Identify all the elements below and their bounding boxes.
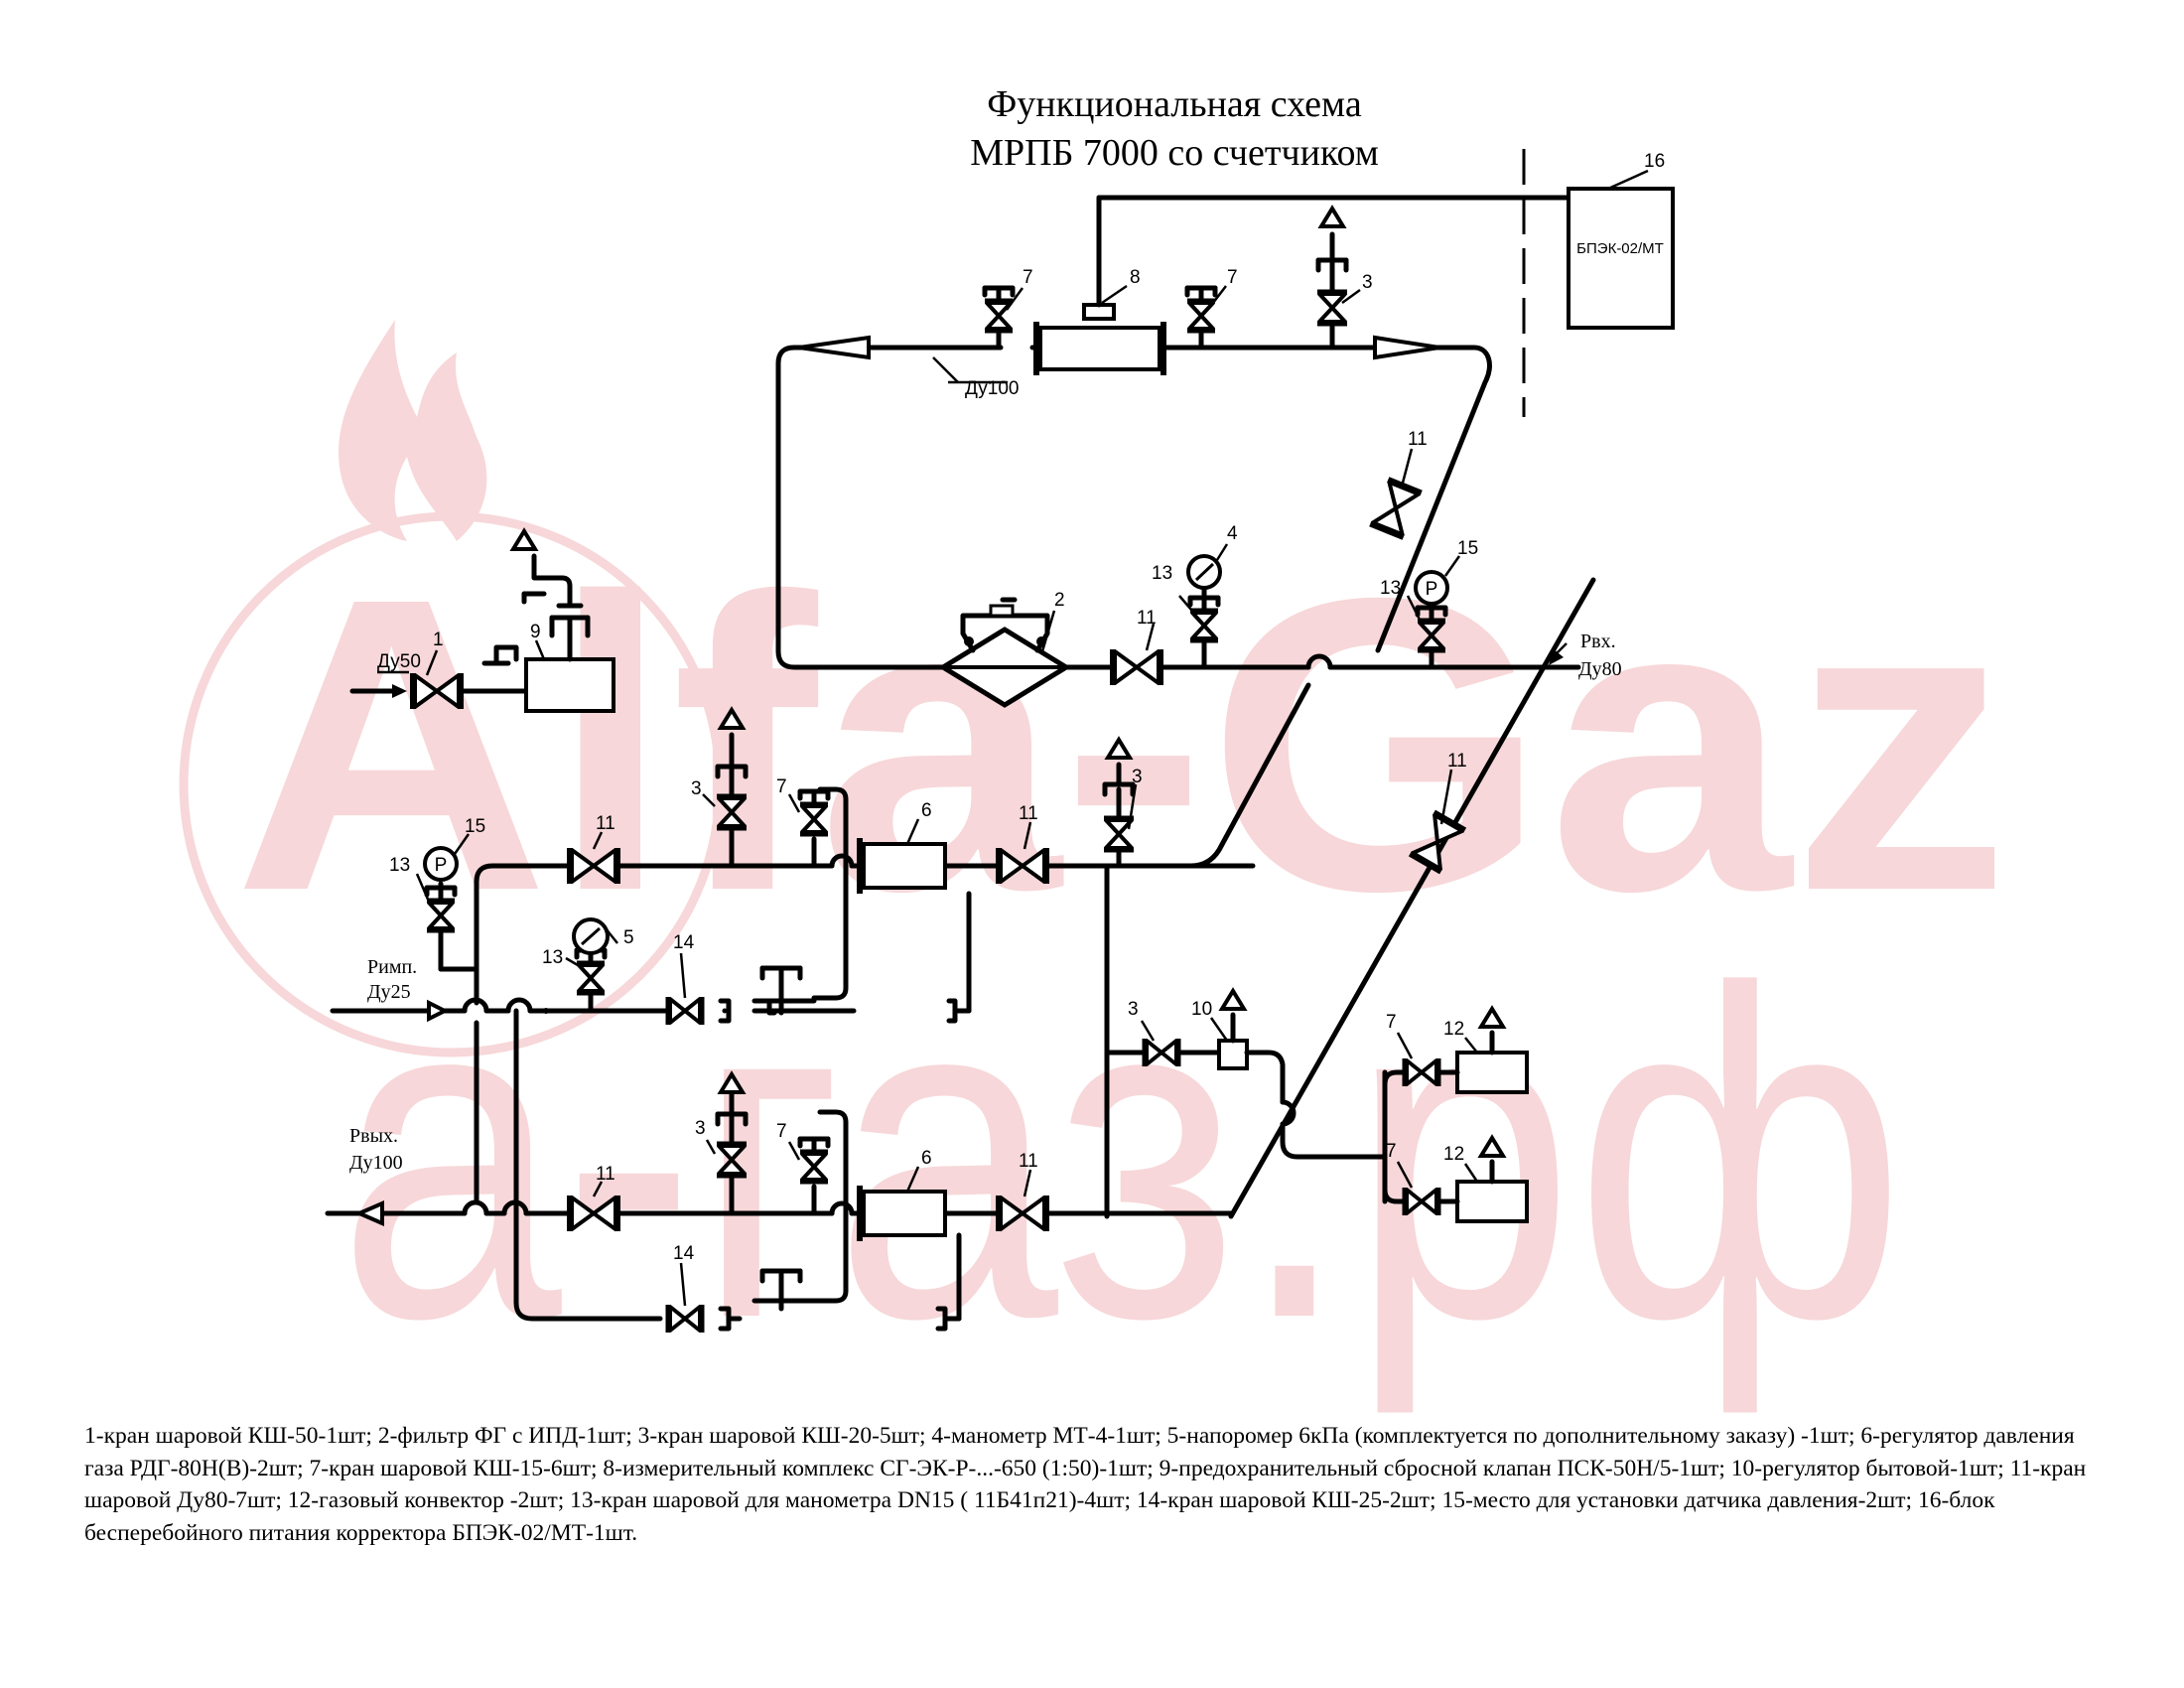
callout-3-branch: 3 (1128, 999, 1139, 1020)
callout-7-convector-1: 7 (1386, 1012, 1397, 1033)
callout-14-upper: 14 (673, 932, 695, 953)
callout-11-lower-right: 11 (1019, 1151, 1038, 1172)
pressure-sensor-top-p: P (1426, 579, 1438, 600)
gas-meter (1038, 326, 1161, 371)
callout-7-convector-2: 7 (1386, 1141, 1397, 1162)
watermark-flame-icon (339, 320, 487, 541)
heating-branch (1104, 989, 1529, 1223)
label-du100-loop: Ду100 (965, 378, 1020, 399)
callout-11-filter: 11 (1137, 608, 1157, 629)
pressure-sensor-left-p: P (435, 855, 448, 876)
impulse-line: Римп. Ду25 (330, 891, 972, 1025)
relief-valve-group: Ду50 (349, 529, 615, 713)
label-p-imp: Римп. (367, 956, 417, 978)
callout-3-top: 3 (1362, 272, 1373, 293)
callout-3-lower: 3 (695, 1118, 706, 1139)
label-p-in: Рвх. (1580, 631, 1616, 652)
callout-11-upper-left: 11 (596, 813, 615, 834)
callout-15-left: 15 (465, 816, 485, 837)
callout-15-top: 15 (1457, 538, 1478, 559)
callout-11-upper-right: 11 (1019, 803, 1038, 824)
callout-9: 9 (530, 622, 541, 642)
loop-arrow-right-icon (1373, 335, 1440, 360)
callout-6-lower: 6 (921, 1148, 932, 1169)
pressure-sensor-left-icon (423, 846, 459, 882)
callout-16: 16 (1644, 151, 1665, 172)
lower-reduction-line: Рвых. Ду100 (325, 1008, 1234, 1333)
title-line-2: МРПБ 7000 со счетчиком (970, 132, 1379, 174)
callout-3-upper: 3 (691, 778, 702, 799)
callout-6-upper: 6 (921, 800, 932, 821)
callout-1: 1 (433, 630, 444, 650)
loop-arrow-left-icon (798, 335, 871, 360)
callout-12-convector-2: 12 (1443, 1144, 1464, 1165)
label-du100-out: Ду100 (349, 1152, 403, 1174)
callout-11-loop: 11 (1408, 429, 1428, 450)
callout-5: 5 (623, 927, 634, 948)
title-line-1: Функциональная схема (987, 83, 1362, 125)
ups-block: БПЭК-02/МТ (1522, 149, 1675, 417)
label-du25: Ду25 (367, 981, 411, 1003)
callout-13-sensor-top: 13 (1380, 578, 1401, 599)
regulator-lower (862, 1190, 947, 1237)
callout-11-lower-left: 11 (596, 1164, 615, 1185)
pressure-sensor-top-icon (1414, 570, 1449, 606)
callout-11-inlet: 11 (1447, 751, 1467, 772)
relief-valve-psk (524, 657, 615, 713)
callout-10: 10 (1191, 999, 1212, 1020)
convector-1 (1455, 1051, 1529, 1094)
callout-2: 2 (1054, 590, 1065, 611)
label-du50: Ду50 (377, 651, 421, 672)
upper-reduction-line: P (423, 682, 1311, 1219)
callout-12-convector-1: 12 (1443, 1019, 1464, 1040)
callouts: 1 2 3 3 3 3 3 4 5 6 6 7 7 7 7 7 7 8 9 (389, 151, 1665, 1307)
callout-8: 8 (1130, 267, 1141, 288)
callout-13-gauge: 13 (542, 947, 563, 968)
label-p-out: Рвых. (349, 1125, 398, 1147)
bpek-label: БПЭК-02/МТ (1576, 240, 1664, 257)
callout-13-sensor-left: 13 (389, 855, 410, 876)
domestic-regulator (1217, 1039, 1249, 1070)
convector-2 (1455, 1180, 1529, 1223)
callout-13-manometer: 13 (1152, 563, 1172, 584)
outlet-arrow-icon (353, 1199, 384, 1227)
callout-7-meter-right: 7 (1227, 267, 1238, 288)
bpek-box (1567, 187, 1675, 330)
callout-7-lower: 7 (776, 1121, 787, 1142)
callout-14-lower: 14 (673, 1243, 695, 1264)
regulator-upper (862, 842, 947, 890)
callout-4: 4 (1227, 523, 1238, 544)
label-du80: Ду80 (1578, 658, 1622, 680)
meter-loop: Ду100 (775, 195, 1571, 670)
callout-7-upper: 7 (776, 776, 787, 797)
watermark-domain: а-газ.рф (338, 894, 1906, 1418)
callout-3-right: 3 (1132, 767, 1143, 787)
component-legend: 1-кран шаровой КШ-50-1шт; 2-фильтр ФГ с … (84, 1423, 2087, 1546)
callout-7-meter-left: 7 (1023, 267, 1033, 288)
